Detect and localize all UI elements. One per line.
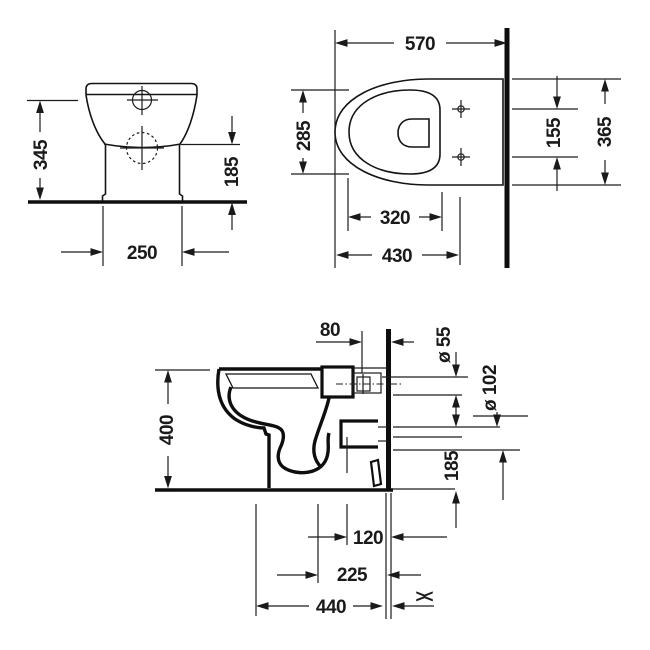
bowl-opening	[348, 89, 441, 175]
arrowhead	[164, 370, 172, 383]
pedestal-left-edge	[101, 145, 107, 201]
adjustable-symbol: ><	[415, 586, 433, 606]
dim-label-285: 285	[294, 120, 315, 151]
arrowhead	[446, 251, 459, 259]
arrowhead	[452, 364, 460, 377]
dim-label-365: 365	[595, 116, 616, 147]
arrowhead	[553, 96, 561, 109]
arrowhead	[336, 251, 349, 259]
dim-label-225: 225	[337, 565, 368, 586]
bowl-inner-outline	[227, 386, 331, 475]
arrowhead	[387, 571, 400, 579]
arrowhead	[392, 602, 405, 610]
arrowhead	[299, 161, 307, 174]
inlet-spud	[352, 372, 382, 394]
arrowhead	[452, 414, 460, 427]
dim-label-185-side: 185	[442, 450, 463, 481]
pedestal-right-edge	[178, 145, 184, 201]
flush-inlet-detail	[397, 118, 430, 148]
top-view: 570 285 155 365 320	[291, 28, 621, 268]
arrowhead	[334, 533, 347, 541]
arrowhead	[90, 248, 103, 256]
side-view: 80 ø 55 ø 102 185	[155, 320, 528, 619]
dim-label-185-front: 185	[222, 156, 243, 187]
arrowhead	[499, 450, 507, 463]
dim-label-80: 80	[320, 320, 340, 341]
arrowhead	[429, 213, 442, 221]
dim-label-440: 440	[316, 597, 346, 618]
arrowhead	[36, 100, 44, 113]
arrowhead	[349, 338, 362, 346]
dim-label-120: 120	[353, 528, 383, 549]
bowl-front-outline	[216, 368, 271, 488]
arrowhead	[299, 90, 307, 103]
arrowhead	[36, 187, 44, 200]
arrowhead	[601, 79, 609, 92]
arrowhead	[391, 533, 404, 541]
arrowhead	[335, 39, 348, 47]
arrowhead	[452, 491, 460, 504]
seat-section	[224, 373, 320, 389]
outlet-pipe-section	[339, 419, 378, 449]
arrowhead	[493, 414, 501, 427]
wall-outlet-connector	[369, 458, 383, 488]
dim-label-345: 345	[31, 139, 52, 170]
arrowhead	[391, 338, 404, 346]
arrowhead	[452, 395, 460, 408]
arrowhead	[348, 213, 361, 221]
bowl-right-edge	[179, 94, 198, 145]
dim-label-400: 400	[157, 415, 178, 445]
arrowhead	[228, 202, 236, 215]
arrowhead	[182, 248, 195, 256]
dim-label-155: 155	[544, 117, 565, 148]
dim-label-320: 320	[380, 208, 410, 229]
arrowhead	[164, 476, 172, 489]
dim-label-250: 250	[127, 243, 157, 264]
arrowhead	[370, 602, 383, 610]
dim-label-outlet-dia: ø 102	[480, 365, 501, 411]
arrowhead	[553, 157, 561, 170]
flush-housing	[320, 365, 355, 399]
front-view: 345 185 250	[27, 82, 247, 266]
arrowhead	[601, 172, 609, 185]
dim-label-inlet-dia: ø 55	[434, 326, 455, 363]
trap-outline	[312, 397, 331, 469]
bowl-left-edge	[85, 94, 106, 145]
dim-label-570: 570	[405, 34, 435, 55]
arrowhead	[305, 571, 318, 579]
dim-label-430: 430	[382, 246, 412, 267]
arrowhead	[228, 132, 236, 145]
arrowhead	[256, 602, 269, 610]
